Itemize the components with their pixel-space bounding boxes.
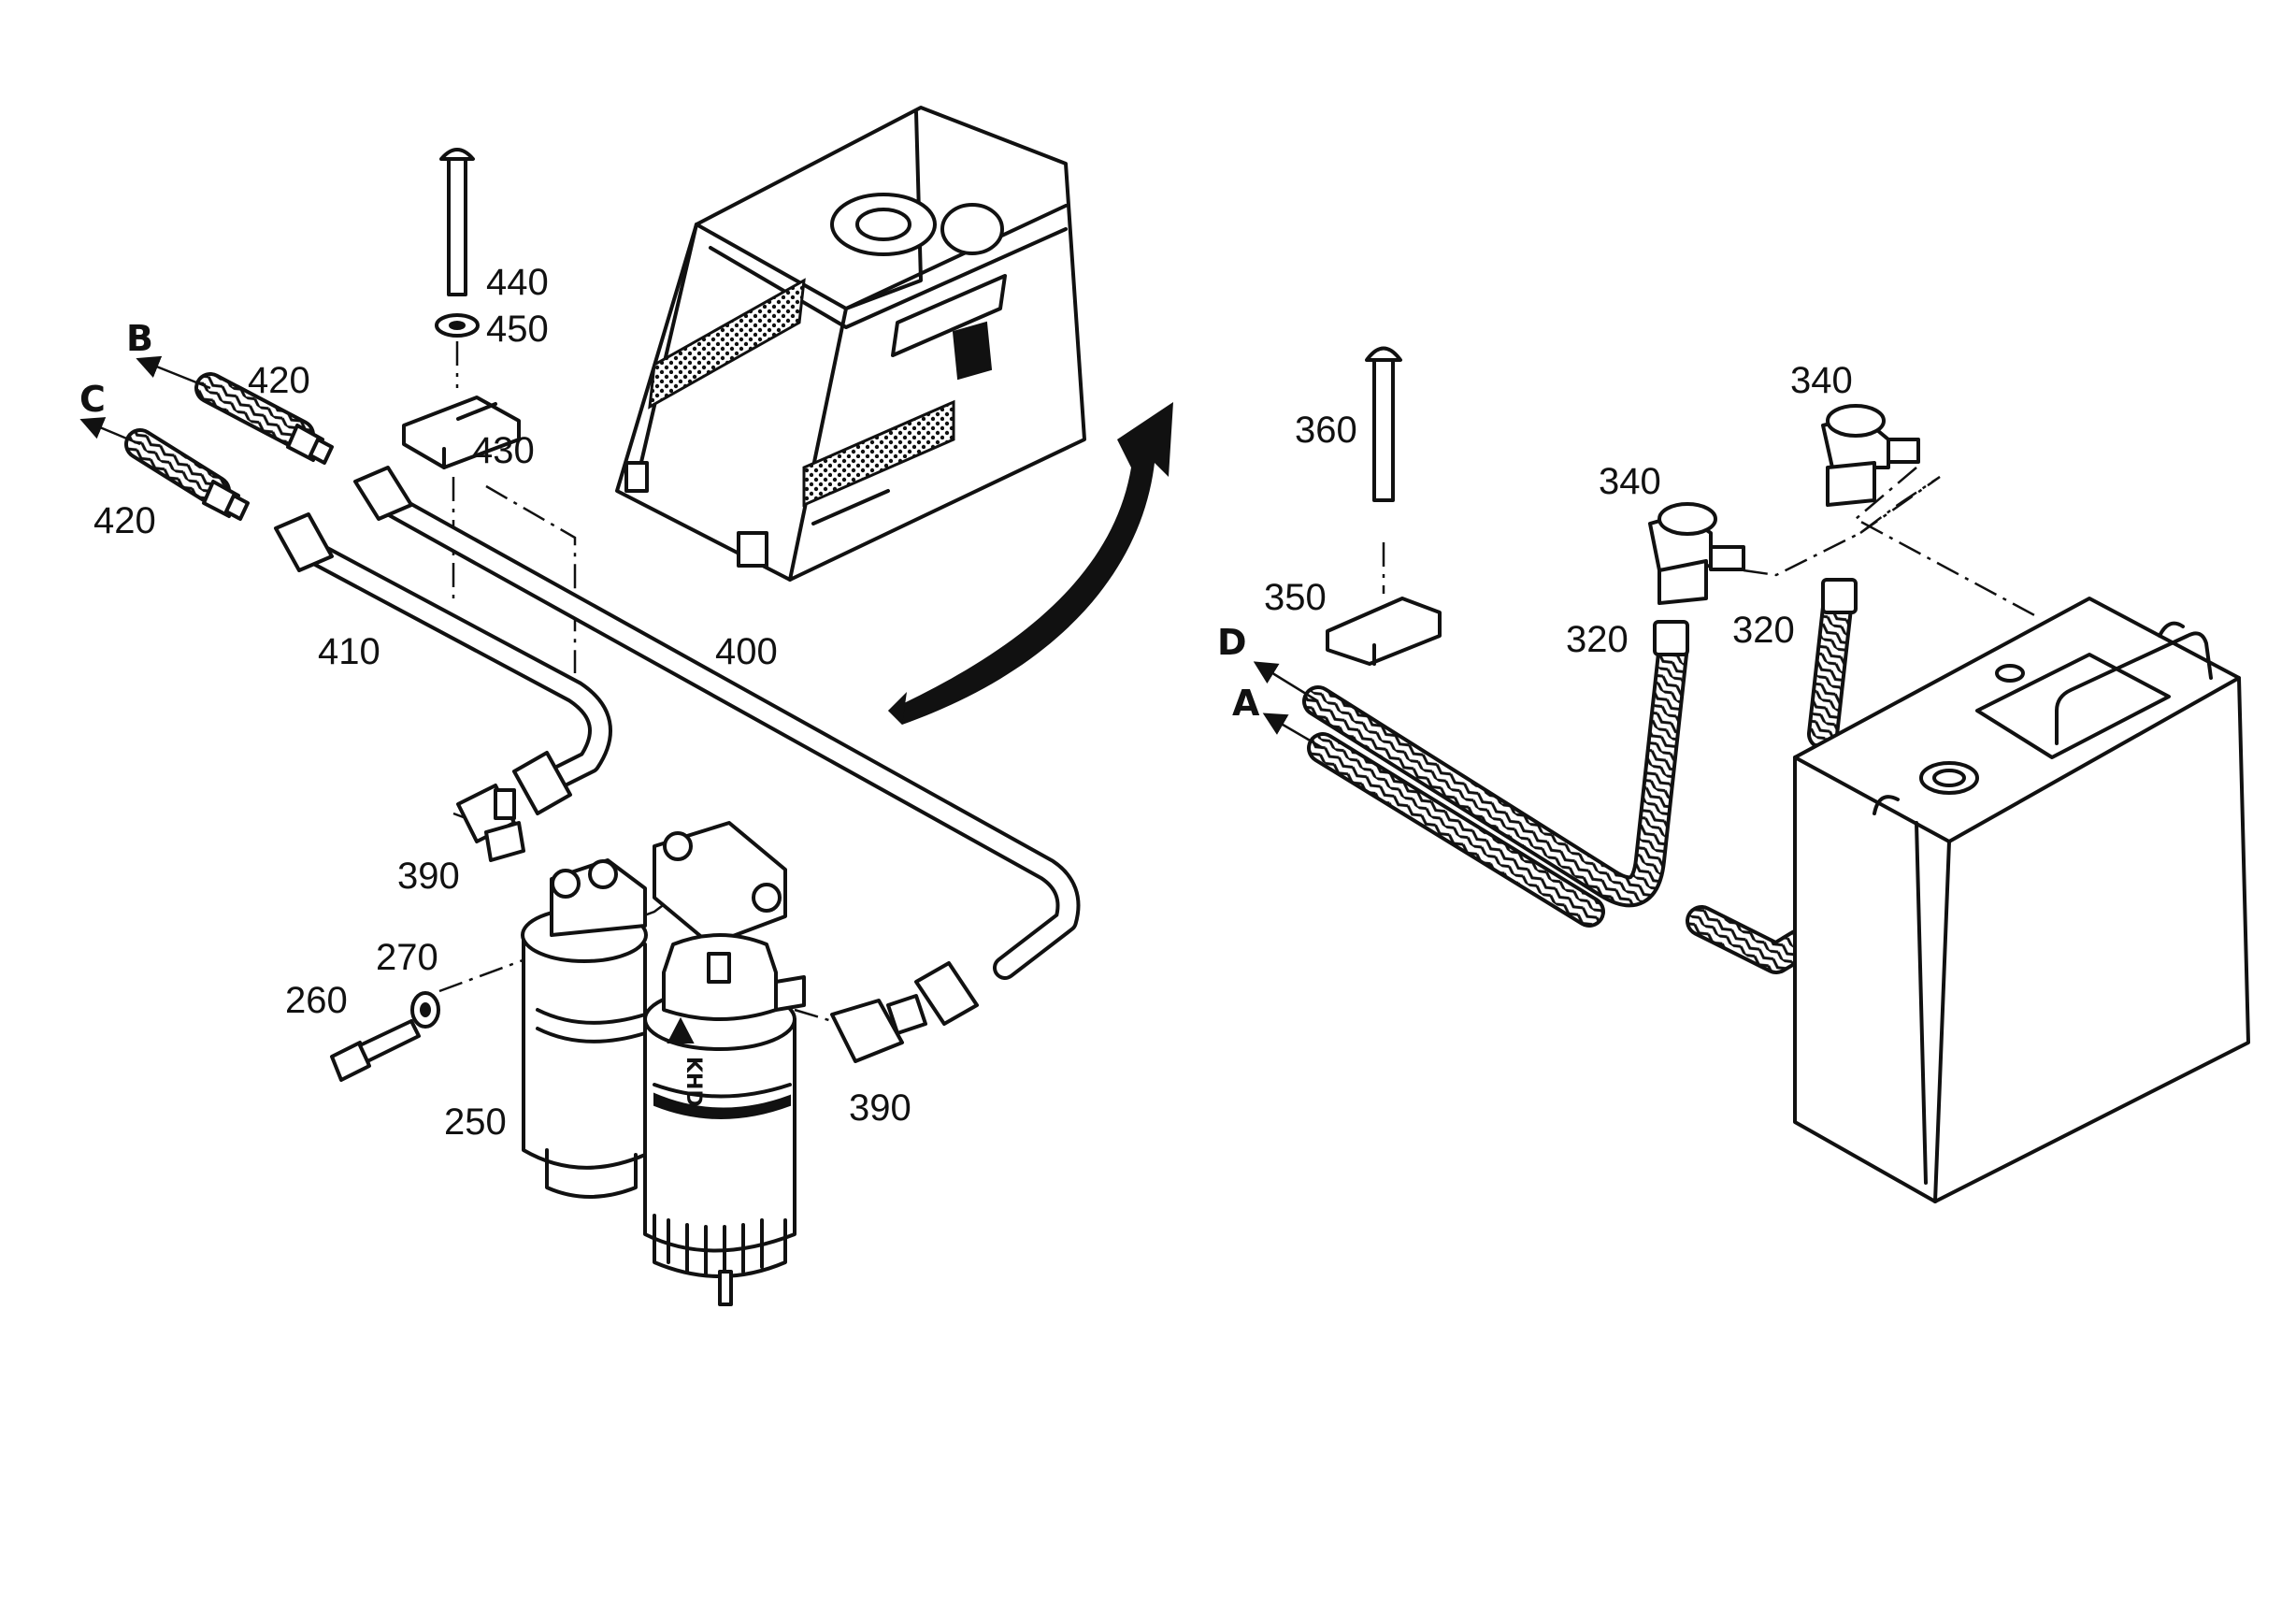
label-440: 440 xyxy=(486,262,549,303)
arrow-a xyxy=(1262,712,1324,750)
label-340-left: 340 xyxy=(1599,461,1661,502)
label-340-right: 340 xyxy=(1790,360,1853,401)
washer-270 xyxy=(410,991,440,1029)
engine-block-drawing xyxy=(615,106,1086,582)
label-390-right: 390 xyxy=(849,1087,911,1129)
hose-end-320-left xyxy=(1653,620,1689,656)
hose-320-right xyxy=(1686,592,1853,974)
label-420-top: 420 xyxy=(248,360,310,401)
label-270: 270 xyxy=(376,937,438,978)
label-410: 410 xyxy=(318,631,380,672)
hose-end-320-right xyxy=(1821,578,1858,614)
hose-d-line xyxy=(1302,629,1689,908)
label-450: 450 xyxy=(486,309,549,350)
label-320-right: 320 xyxy=(1732,610,1795,651)
label-350: 350 xyxy=(1264,577,1327,618)
bolt-260 xyxy=(330,1019,421,1082)
label-360: 360 xyxy=(1295,410,1357,451)
arrow-c xyxy=(79,417,141,446)
filter-brand-front: KHD xyxy=(682,1057,705,1107)
transfer-arrow xyxy=(888,402,1173,725)
letter-c: C xyxy=(79,379,106,420)
pipe-410 xyxy=(274,512,612,815)
filter-250-front: KHD xyxy=(643,933,806,1306)
letter-d: D xyxy=(1217,622,1247,663)
centerline-390-right xyxy=(794,1008,842,1026)
bolt-440 xyxy=(439,148,475,296)
elbow-390-left xyxy=(456,784,525,862)
centerline-clamp-right xyxy=(485,484,577,673)
label-420-bottom: 420 xyxy=(93,500,156,541)
label-260: 260 xyxy=(285,980,348,1021)
hose-a-line xyxy=(1307,732,1605,928)
label-400: 400 xyxy=(715,631,778,672)
fuel-tank xyxy=(1793,597,2250,1203)
hose-420-lower xyxy=(124,428,250,521)
arrow-d xyxy=(1253,661,1319,703)
fitting-340-right xyxy=(1821,404,1920,507)
label-250: 250 xyxy=(444,1101,507,1143)
hose-420-upper xyxy=(194,372,334,465)
letter-a: A xyxy=(1232,683,1260,724)
bolt-360 xyxy=(1365,346,1402,502)
pipe-400 xyxy=(353,466,1081,1026)
label-430: 430 xyxy=(472,430,535,471)
washer-450 xyxy=(435,313,480,338)
arrow-b xyxy=(136,355,211,390)
clamp-350 xyxy=(1326,597,1442,666)
centerline-tank xyxy=(1853,467,2039,619)
centerline-340 xyxy=(1743,475,1941,577)
letter-b: B xyxy=(126,318,153,359)
label-320-left: 320 xyxy=(1566,619,1629,660)
elbow-390-right xyxy=(830,994,927,1063)
clamp-430 xyxy=(402,396,521,469)
fitting-340-left xyxy=(1648,502,1745,605)
filter-250-rear xyxy=(521,821,787,1199)
label-390-left: 390 xyxy=(397,856,460,897)
